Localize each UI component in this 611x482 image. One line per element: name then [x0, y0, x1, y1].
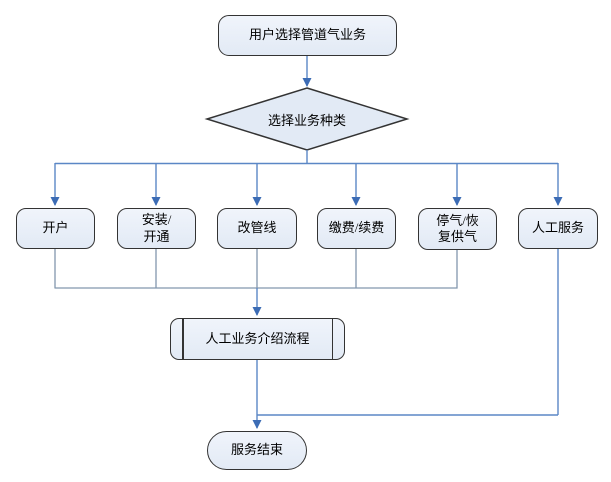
node-manual-service-label: 人工服务 — [531, 220, 584, 236]
node-install-activate: 安装/ 开通 — [117, 208, 196, 249]
node-change-pipeline-label: 改管线 — [237, 220, 277, 236]
node-manual-intro-process-label: 人工业务介绍流程 — [205, 330, 310, 346]
node-manual-service: 人工服务 — [518, 208, 598, 249]
node-decision: 选择业务种类 — [207, 88, 407, 150]
node-open-account: 开户 — [16, 208, 95, 249]
node-open-account-label: 开户 — [42, 220, 69, 236]
predefined-process-right-bar — [331, 319, 333, 359]
node-start: 用户选择管道气业务 — [218, 15, 397, 56]
predefined-process-left-bar — [182, 319, 184, 359]
node-change-pipeline: 改管线 — [217, 208, 297, 249]
node-stop-resume-gas-label: 停气/恢 复供气 — [436, 212, 479, 244]
node-service-end-label: 服务结束 — [230, 442, 283, 458]
node-pay-renew-label: 缴费/续费 — [328, 220, 385, 236]
node-start-label: 用户选择管道气业务 — [248, 27, 366, 43]
node-decision-label: 选择业务种类 — [267, 112, 346, 128]
node-install-activate-label: 安装/ 开通 — [141, 212, 172, 244]
node-service-end: 服务结束 — [207, 431, 307, 470]
node-stop-resume-gas: 停气/恢 复供气 — [418, 208, 497, 250]
node-manual-intro-process: 人工业务介绍流程 — [170, 318, 345, 360]
node-pay-renew: 缴费/续费 — [317, 208, 396, 249]
